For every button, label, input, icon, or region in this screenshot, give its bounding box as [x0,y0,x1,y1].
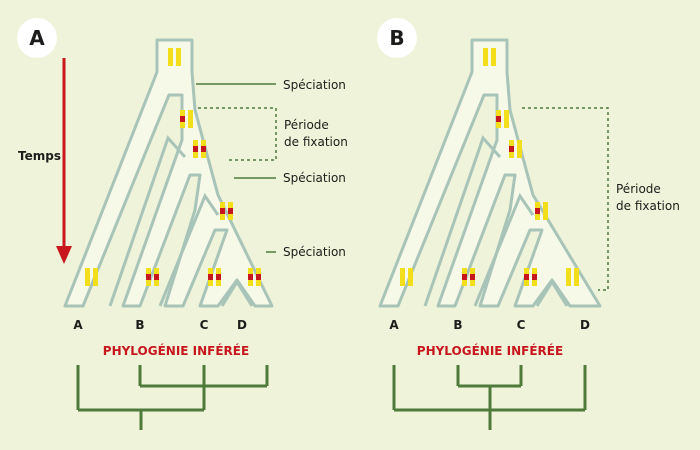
tip-label-a-d: D [237,318,247,332]
time-arrow [56,58,72,264]
fixation-label-b-1: Période [616,182,661,196]
gene-copies-b [400,48,579,286]
tip-label-a-c: C [200,318,209,332]
phylogeny-label-b: PHYLOGÉNIE INFÉRÉE [417,343,563,358]
panel-b-badge: B [377,18,417,58]
inferred-tree-a [76,365,269,430]
tip-label-b-c: C [517,318,526,332]
panel-a: A Temps [17,18,348,430]
panel-a-badge: A [17,18,57,58]
gene-copies-a [85,48,261,286]
inferred-tree-b [392,365,587,430]
tip-label-b-d: D [580,318,590,332]
speciation-label-3: Spéciation [283,245,346,259]
fixation-label-a-2: de fixation [284,135,348,149]
tip-label-a-b: B [135,318,144,332]
time-label: Temps [18,149,61,163]
fixation-label-b-2: de fixation [616,199,680,213]
speciation-label-1: Spéciation [283,78,346,92]
fixation-bracket-a [198,107,277,161]
phylogeny-label-a: PHYLOGÉNIE INFÉRÉE [103,343,249,358]
speciation-label-2: Spéciation [283,171,346,185]
panel-b-letter: B [389,26,404,50]
species-tree-b [378,38,602,308]
tip-label-a-a: A [73,318,83,332]
panel-b: B [377,18,680,430]
tip-label-b-a: A [389,318,399,332]
species-tree-a [63,38,274,308]
panel-a-letter: A [29,26,45,50]
fixation-label-a-1: Période [284,118,329,132]
fixation-bracket-b [522,107,609,291]
tip-label-b-b: B [453,318,462,332]
